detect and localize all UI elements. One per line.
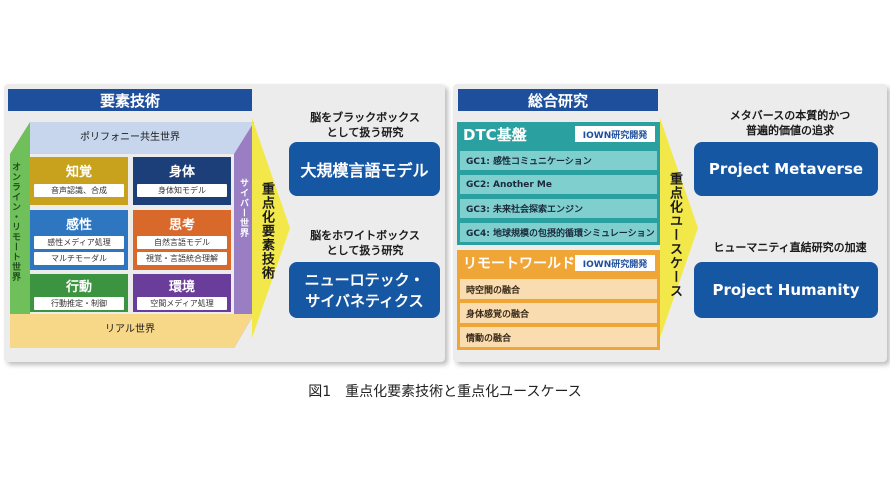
top-face-label: ポリフォニー共生世界 [80, 132, 180, 143]
caption-line: 脳をホワイトボックス [310, 229, 420, 242]
left-side-label: オンライン・リモート世界 [10, 162, 20, 282]
bottom-face-label: リアル世界 [105, 324, 155, 335]
cell-item: 音声認識、合成 [34, 184, 124, 197]
cell-title: 感性 [65, 218, 92, 233]
neurotech-box: ニューロテック・ サイバネティクス [289, 262, 440, 318]
cell-body: 身体 身体知モデル [133, 157, 231, 205]
caption-line: として扱う研究 [326, 244, 404, 257]
dtc-badge: IOWN研究開発 [575, 126, 655, 142]
cube-right-face [234, 122, 254, 348]
caption-line: として扱う研究 [326, 126, 404, 139]
cell-title: 身体 [168, 165, 195, 180]
cell-item: 行動推定・制御 [34, 297, 124, 310]
remote-badge: IOWN研究開発 [575, 255, 655, 271]
cube-frame [10, 122, 254, 348]
caption-blackbox: 脳をブラックボックス として扱う研究 [290, 110, 440, 140]
cell-item: マルチモーダル [34, 252, 124, 265]
left-chevron-arrow [252, 118, 290, 338]
cell-perception: 知覚 音声認識、合成 [30, 157, 128, 205]
gc-item-4: GC4: 地球規模の包摂的循環シミュレーション [460, 223, 657, 242]
cell-environment: 環境 空間メディア処理 [133, 274, 231, 312]
right-chevron-arrow [660, 118, 698, 338]
remote-item-2: 身体感覚の融合 [460, 303, 657, 323]
cell-action: 行動 行動推定・制御 [30, 274, 128, 312]
project-metaverse-box: Project Metaverse [694, 142, 878, 196]
caption-metaverse: メタバースの本質的かつ 普遍的価値の追求 [700, 108, 880, 138]
caption-line: メタバースの本質的かつ [729, 109, 851, 122]
caption-line: 脳をブラックボックス [310, 111, 420, 124]
remote-item-1: 時空間の融合 [460, 279, 657, 299]
caption-whitebox: 脳をホワイトボックス として扱う研究 [290, 228, 440, 258]
cell-title: 行動 [65, 280, 92, 295]
cube-bottom-face [10, 314, 254, 348]
gc-item-1: GC1: 感性コミュニケーション [460, 151, 657, 170]
cell-item: 身体知モデル [137, 184, 227, 197]
cell-item: 自然言語モデル [137, 236, 227, 249]
cell-title: 知覚 [65, 165, 92, 180]
right-side-label: サイバー世界 [238, 178, 248, 238]
caption-line: 普遍的価値の追求 [746, 124, 834, 137]
cell-title: 環境 [168, 280, 195, 295]
right-header: 総合研究 [458, 89, 658, 111]
right-arrow-label: 重点化ユースケース [667, 172, 682, 298]
llm-box: 大規模言語モデル [289, 142, 440, 196]
gc-item-2: GC2: Another Me [460, 175, 657, 194]
cell-item: 視覚・言語統合理解 [137, 252, 227, 265]
caption-humanity: ヒューマニティ直結研究の加速 [700, 240, 880, 255]
cube-top-face [10, 122, 254, 154]
caption-line: ヒューマニティ直結研究の加速 [713, 241, 867, 254]
left-header: 要素技術 [8, 89, 252, 111]
cell-item: 空間メディア処理 [137, 297, 227, 310]
figure-caption: 図1 重点化要素技術と重点化ユースケース [308, 384, 582, 400]
neurotech-line: サイバネティクス [305, 292, 424, 310]
cell-sensibility: 感性 感性メディア処理 マルチモーダル [30, 210, 128, 270]
cell-thinking: 思考 自然言語モデル 視覚・言語統合理解 [133, 210, 231, 270]
neurotech-line: ニューロテック・ [304, 271, 425, 289]
remote-title: リモートワールド [463, 256, 575, 272]
cell-title: 思考 [168, 218, 195, 233]
project-humanity-box: Project Humanity [694, 262, 878, 318]
gc-item-3: GC3: 未来社会探索エンジン [460, 199, 657, 218]
remote-item-3: 情動の融合 [460, 327, 657, 347]
dtc-title: DTC基盤 [463, 126, 527, 144]
cube-left-face [10, 122, 30, 348]
left-arrow-label: 重点化要素技術 [259, 182, 274, 280]
cell-item: 感性メディア処理 [34, 236, 124, 249]
